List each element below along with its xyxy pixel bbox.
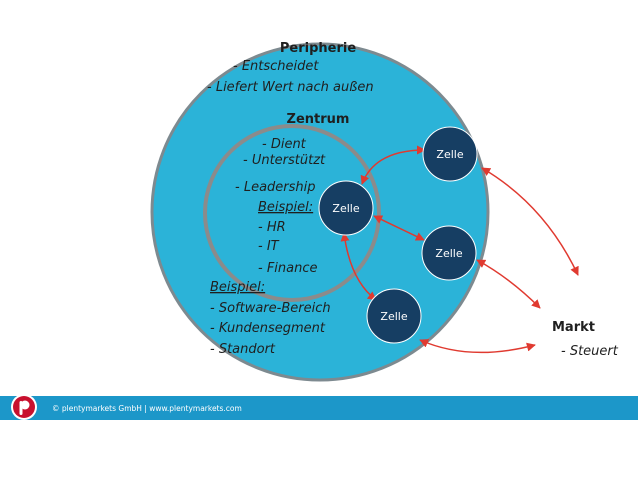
cell-bottom-label: Zelle bbox=[380, 310, 407, 323]
center-example-item-1: - IT bbox=[258, 239, 280, 254]
cell-right-label: Zelle bbox=[435, 247, 462, 260]
arrow-cell-center-to-cell-bottom bbox=[340, 232, 377, 301]
center-example-item-2: - Finance bbox=[258, 261, 318, 276]
periphery-example-item-1: - Kundensegment bbox=[210, 321, 326, 336]
plentymarkets-logo bbox=[11, 394, 37, 420]
market-title: Markt bbox=[552, 320, 595, 335]
footer-text: © plentymarkets GmbH | www.plentymarkets… bbox=[52, 404, 242, 413]
center-title: Zentrum bbox=[287, 112, 350, 127]
cell-center: Zelle bbox=[318, 180, 374, 236]
periphery-example-title: Beispiel: bbox=[210, 280, 265, 295]
cell-right: Zelle bbox=[421, 225, 477, 281]
cell-top: Zelle bbox=[422, 126, 478, 182]
arrow-cell-bottom-to-market bbox=[419, 339, 536, 354]
periphery-item-1: - Liefert Wert nach außen bbox=[207, 80, 374, 95]
arrow-cell-center-to-cell-top bbox=[360, 145, 426, 185]
periphery-example-item-0: - Software-Bereich bbox=[210, 301, 331, 316]
arrow-cell-right-to-market bbox=[476, 259, 541, 309]
center-ring bbox=[203, 124, 381, 302]
periphery-example-item-2: - Standort bbox=[210, 342, 276, 357]
center-example-item-0: - HR bbox=[258, 220, 286, 235]
periphery-title: Peripherie bbox=[280, 41, 356, 56]
arrow-cell-center-to-cell-right bbox=[373, 215, 425, 241]
arrows bbox=[340, 145, 579, 354]
market-subtitle: - Steuert bbox=[561, 344, 619, 359]
center-item-2: - Leadership bbox=[235, 180, 316, 195]
center-item-0: - Dient bbox=[262, 137, 307, 152]
cell-bottom: Zelle bbox=[366, 288, 422, 344]
footer-bar bbox=[0, 396, 638, 420]
periphery-item-0: - Entscheidet bbox=[233, 59, 319, 74]
cell-center-label: Zelle bbox=[332, 202, 359, 215]
center-item-1: - Unterstützt bbox=[243, 153, 326, 168]
center-example-title: Beispiel: bbox=[258, 200, 313, 215]
arrow-cell-top-to-market bbox=[481, 167, 579, 276]
cell-top-label: Zelle bbox=[436, 148, 463, 161]
